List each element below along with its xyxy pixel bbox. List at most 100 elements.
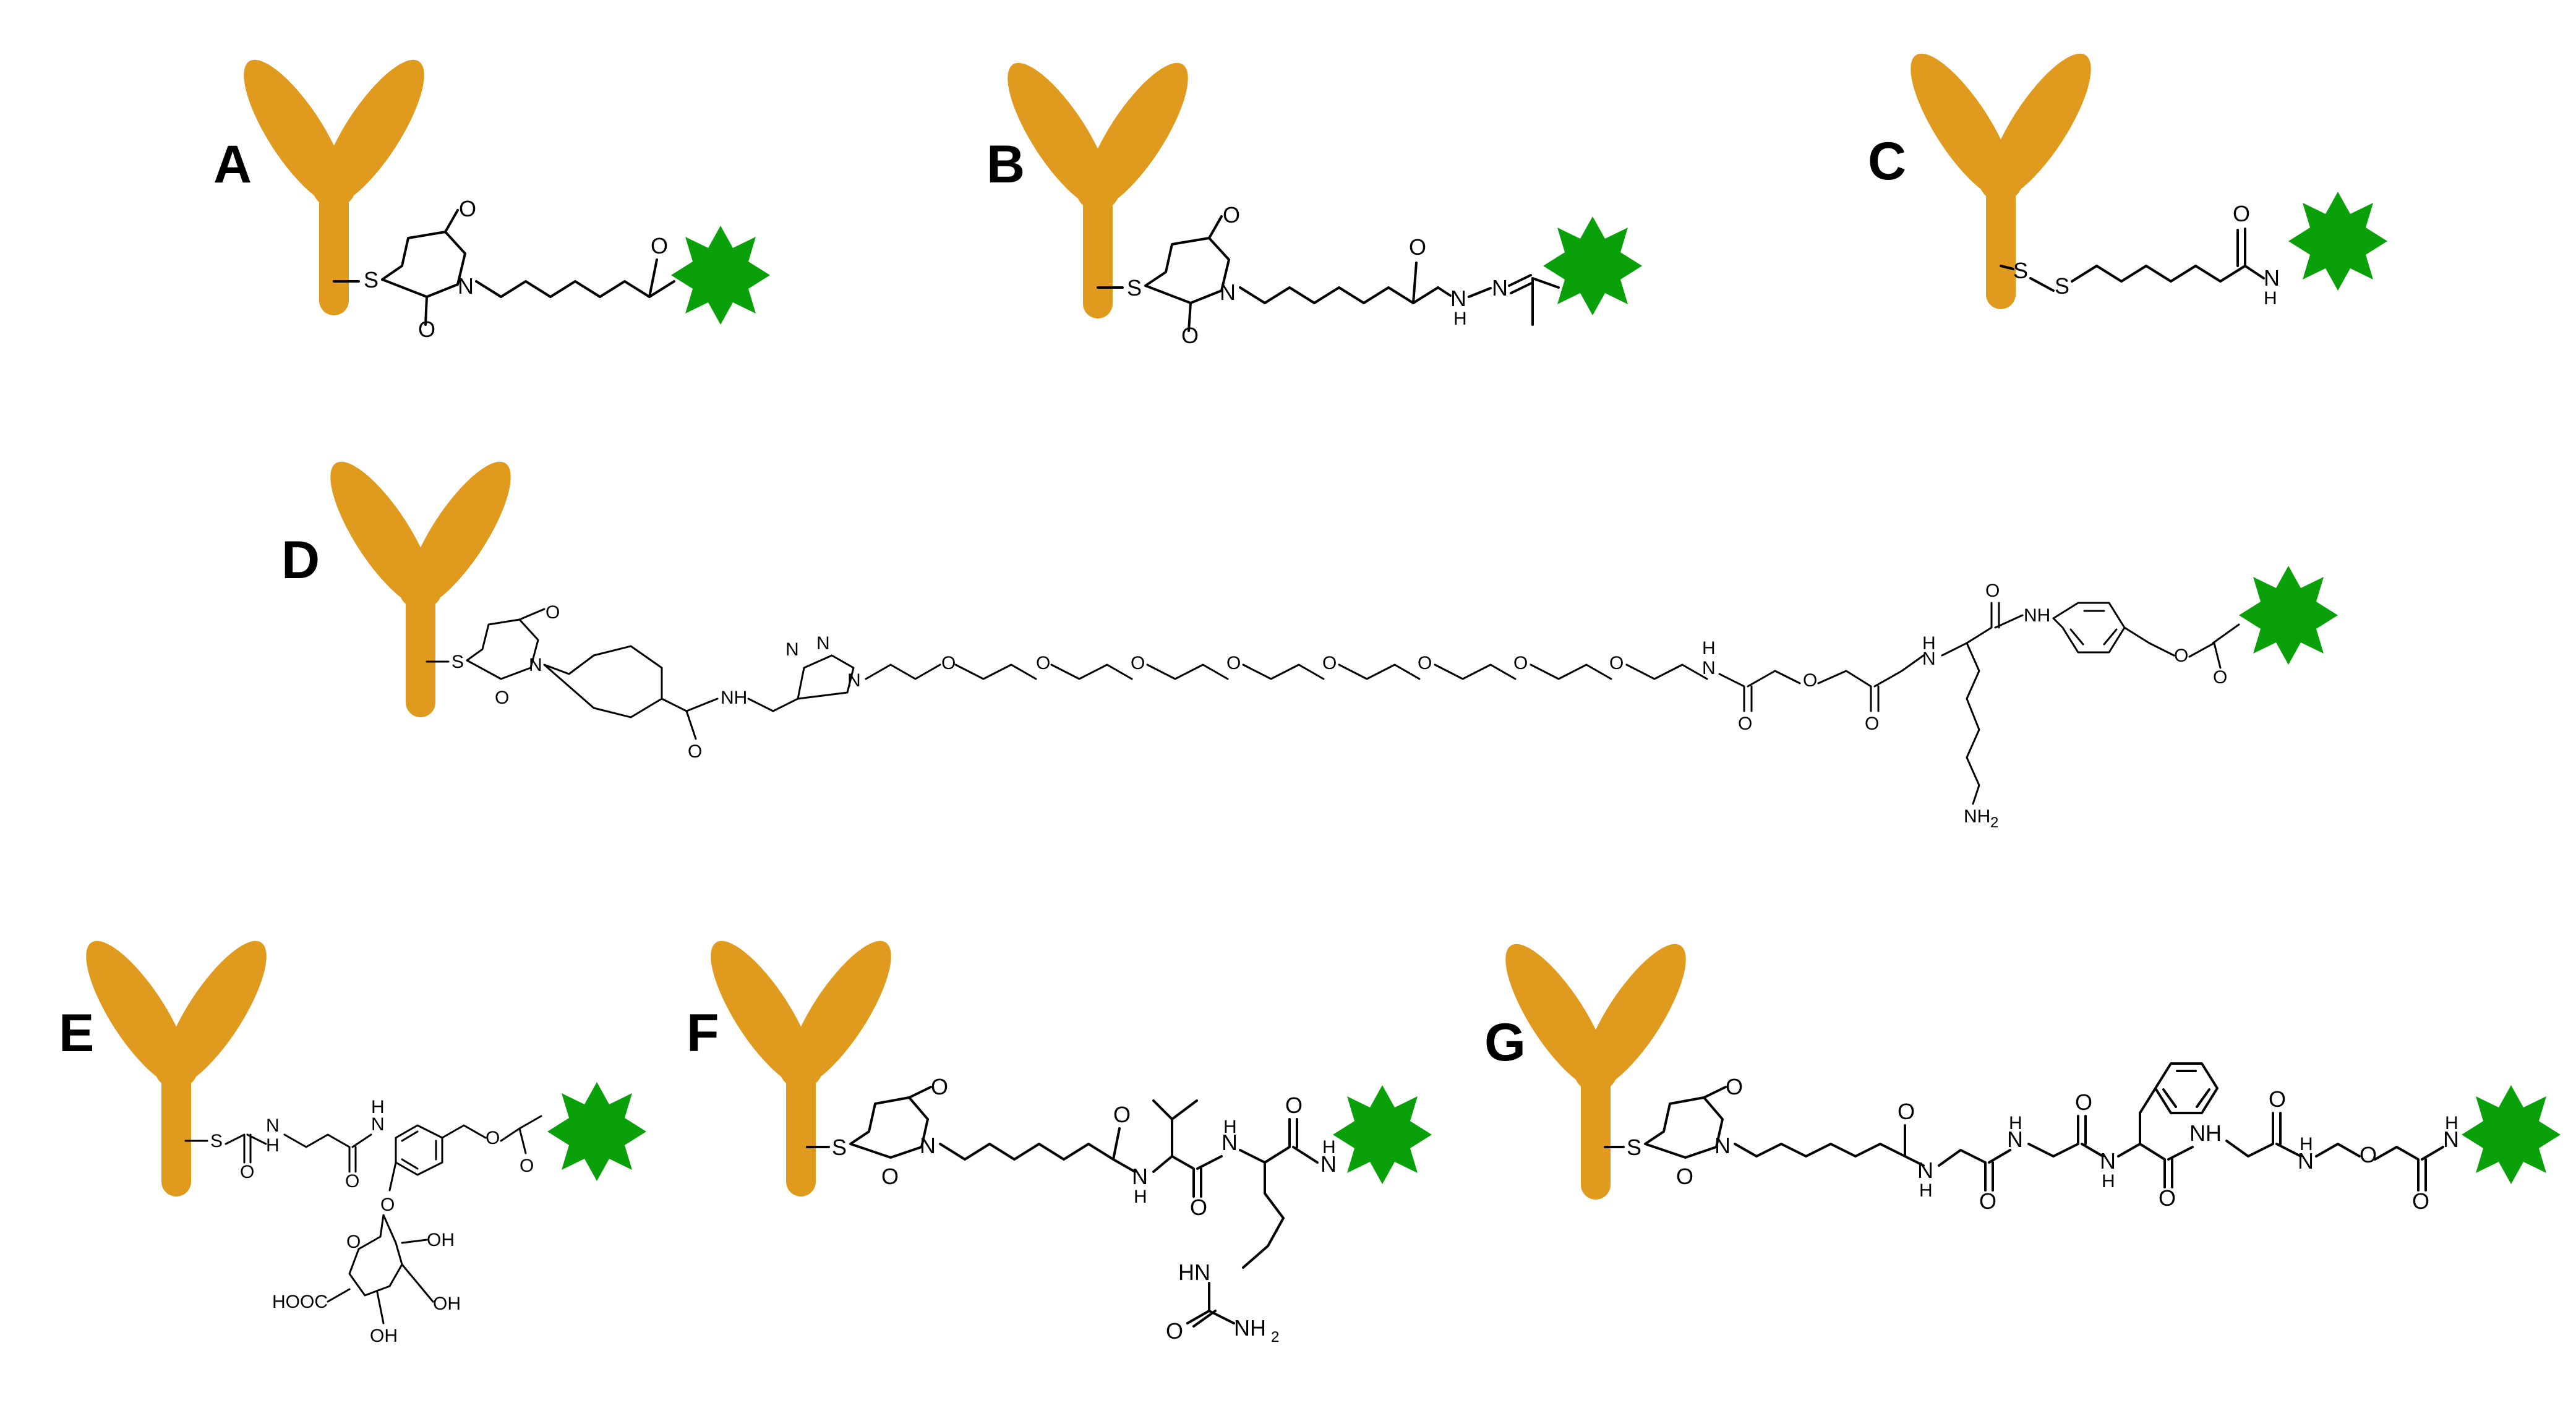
- atom-label: H: [2445, 1113, 2458, 1133]
- atom-label: O: [941, 653, 956, 673]
- atom-label: H: [1922, 633, 1936, 654]
- atom-label: H: [1453, 309, 1467, 329]
- panel-g: G S O O N O N H O N H O N H O NH O N H O…: [1484, 931, 2561, 1214]
- atom-label: HOOC: [272, 1292, 328, 1312]
- atom-label: O: [688, 741, 702, 762]
- atom-label: H: [1134, 1187, 1147, 1207]
- drug-payload-icon: [1333, 1085, 1432, 1184]
- atom-label: S: [210, 1131, 223, 1151]
- atom-label: N: [2443, 1127, 2459, 1152]
- atom-label: 2: [1271, 1329, 1279, 1345]
- atom-label: O: [1865, 714, 1879, 734]
- atom-label: OH: [427, 1230, 455, 1250]
- atom-label: O: [1409, 234, 1426, 260]
- atom-label: S: [451, 652, 464, 672]
- drug-payload-icon: [1543, 216, 1642, 315]
- atom-label: O: [651, 233, 668, 258]
- atom-label: H: [266, 1135, 280, 1156]
- atom-label: N: [1450, 286, 1466, 311]
- atom-label: O: [1181, 323, 1199, 348]
- atom-label: NH: [2189, 1120, 2222, 1146]
- drug-payload-icon: [2239, 566, 2338, 665]
- panel-a: A S O O N O: [213, 46, 770, 342]
- atom-label: O: [1738, 714, 1752, 734]
- panel-c: C S S O N H: [1868, 40, 2387, 309]
- atom-label: O: [1322, 653, 1337, 673]
- atom-label: O: [240, 1162, 254, 1182]
- atom-label: O: [1131, 653, 1145, 673]
- atom-label: O: [546, 602, 560, 623]
- atom-label: O: [1223, 202, 1240, 228]
- panel-f: F S O O N O N H O N H O N H HN O NH 2: [687, 928, 1432, 1345]
- atom-label: NH: [1964, 806, 1990, 827]
- atom-label: O: [1113, 1102, 1131, 1127]
- atom-label: N: [2007, 1127, 2023, 1152]
- atom-label: N: [371, 1114, 385, 1135]
- peg-chain: O O O O O O O O: [941, 653, 1708, 680]
- atom-label: O: [2075, 1090, 2092, 1115]
- atom-label: S: [2055, 273, 2069, 299]
- atom-label: H: [1919, 1180, 1933, 1201]
- atom-label: N: [920, 1133, 936, 1158]
- panel-b: B S O O N O N H N: [986, 49, 1642, 348]
- atom-label: O: [2412, 1188, 2429, 1214]
- atom-label: N: [847, 670, 861, 691]
- atom-label: O: [2360, 1142, 2377, 1167]
- atom-label: O: [345, 1171, 359, 1192]
- drug-payload-icon: [2288, 192, 2387, 291]
- panel-label-e: E: [59, 1004, 94, 1063]
- atom-label: H: [1322, 1137, 1336, 1158]
- panel-label-g: G: [1484, 1013, 1526, 1072]
- panel-e: E S O N H O N H O O O O HOOC OH OH OH: [59, 928, 646, 1346]
- atom-label: N: [2298, 1148, 2314, 1174]
- drug-payload-icon: [547, 1082, 646, 1181]
- panel-label-c: C: [1868, 132, 1906, 191]
- atom-label: O: [418, 317, 435, 342]
- atom-label: N: [266, 1115, 280, 1136]
- atom-label: H: [371, 1097, 385, 1117]
- panel-d: D S O O N O NH N N N O O O O O: [281, 448, 2338, 831]
- atom-label: H: [1702, 638, 1716, 659]
- atom-label: N: [2100, 1148, 2116, 1174]
- atom-label: O: [2269, 1086, 2286, 1112]
- panel-label-d: D: [281, 531, 320, 590]
- panel-label-b: B: [986, 135, 1025, 194]
- antibody-icon: [1893, 40, 2109, 309]
- atom-label: O: [1676, 1164, 1693, 1189]
- atom-label: NH: [1234, 1315, 1266, 1341]
- atom-label: H: [2009, 1113, 2022, 1133]
- atom-label: O: [1803, 670, 1817, 691]
- atom-label: O: [2174, 646, 2188, 666]
- drug-payload-icon: [671, 226, 770, 325]
- atom-label: H: [2102, 1171, 2115, 1192]
- atom-label: O: [1190, 1195, 1207, 1220]
- atom-label: O: [2159, 1185, 2176, 1211]
- atom-label: O: [1036, 653, 1050, 673]
- atom-label: 2: [1990, 814, 1998, 831]
- atom-label: O: [1898, 1099, 1915, 1124]
- atom-label: O: [1226, 653, 1241, 673]
- atom-label: N: [529, 655, 542, 675]
- atom-label: O: [1166, 1318, 1183, 1344]
- atom-label: N: [1220, 279, 1236, 305]
- atom-label: O: [1979, 1188, 1996, 1214]
- atom-label: O: [346, 1232, 361, 1252]
- atom-label: NH: [721, 688, 747, 708]
- atom-label: S: [832, 1135, 847, 1160]
- atom-label: N: [1702, 658, 1716, 678]
- atom-label: H: [2300, 1134, 2313, 1154]
- atom-label: O: [1513, 653, 1528, 673]
- atom-label: HN: [1178, 1260, 1210, 1285]
- atom-label: N: [1492, 275, 1508, 301]
- panel-label-f: F: [687, 1004, 719, 1063]
- atom-label: O: [931, 1074, 948, 1099]
- atom-label: O: [486, 1128, 500, 1148]
- atom-label: O: [2213, 667, 2227, 688]
- atom-label: O: [1285, 1093, 1303, 1118]
- atom-label: N: [1222, 1130, 1238, 1155]
- atom-label: N: [2264, 265, 2280, 291]
- drug-payload-icon: [2462, 1085, 2561, 1184]
- atom-label: N: [1132, 1164, 1148, 1189]
- atom-label: S: [364, 267, 379, 292]
